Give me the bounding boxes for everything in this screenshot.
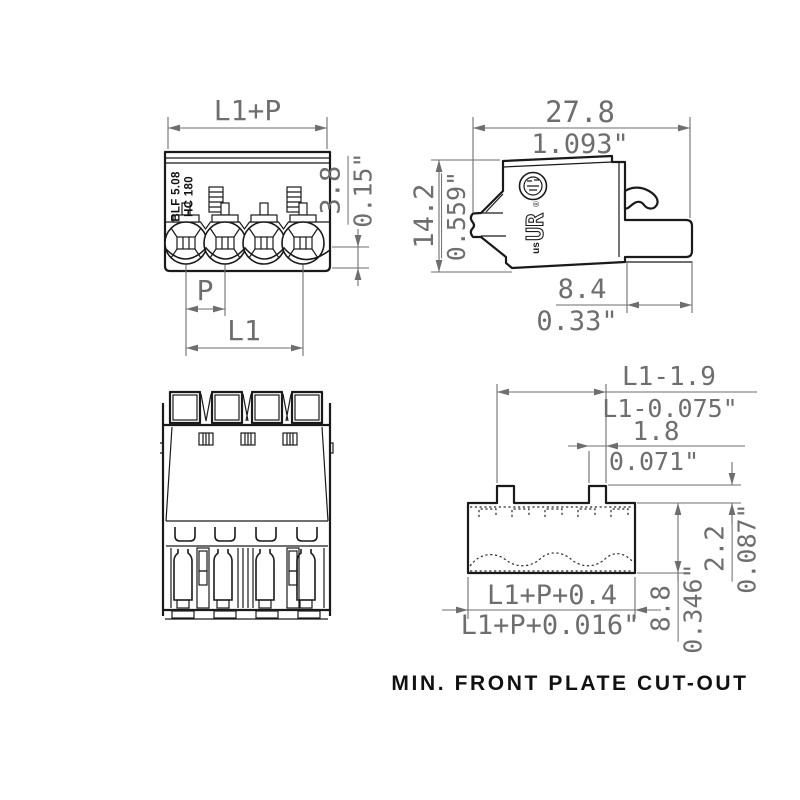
dim-cutout-notch-width-in: 0.071"	[608, 447, 700, 476]
dim-front-flange-height-in: 0.15"	[348, 152, 378, 228]
dim-side-width-in: 1.093"	[531, 129, 629, 160]
product-marking-line2: HC 180	[183, 175, 195, 217]
dim-front-span: L1	[227, 314, 261, 347]
ul-mark-letters: UR	[523, 213, 549, 241]
dim-side-height-in: 0.559"	[441, 170, 471, 262]
dim-cutout-span-in: L1-0.075"	[602, 394, 738, 423]
product-marking-line1: BLF 5.08	[170, 170, 183, 222]
dim-front-flange-height-mm: 3.8	[316, 155, 349, 225]
dim-side-height-mm: 14.2	[409, 173, 442, 259]
screw-terminal-icon	[164, 221, 325, 265]
dim-side-height: 14.2 0.559"	[378, 171, 502, 261]
dim-front-overall-width: L1+P	[213, 94, 282, 127]
dim-cutout-notch-height-in: 0.087"	[732, 503, 762, 595]
dim-cutout-width-mm: L1+P+0.4	[486, 580, 618, 611]
dim-cutout-body-height-in: 0.346"	[678, 563, 708, 655]
dim-cutout-span-mm: L1-1.9	[622, 362, 716, 392]
ul-mark-r: ®	[532, 201, 541, 207]
product-marking: BLF 5.08 HC 180	[145, 171, 221, 221]
vde-certification-icon	[518, 171, 548, 201]
ul-mark-us: us	[531, 242, 542, 254]
dim-front-pitch: P	[196, 274, 214, 307]
side-view-drawing: ® UR us	[431, 117, 694, 313]
dim-side-width-mm: 27.8	[545, 95, 615, 129]
rear-view-drawing	[160, 390, 334, 620]
front-view-drawing	[163, 117, 369, 356]
dim-side-pin-mm: 8.4	[557, 274, 607, 305]
dim-cutout-notch-width-mm: 1.8	[632, 417, 680, 447]
drawing-caption: MIN. FRONT PLATE CUT-OUT	[391, 672, 749, 695]
dim-cutout-width-in: L1+P+0.016"	[460, 610, 640, 641]
cutout-drawing	[442, 384, 757, 619]
ul-recognized-icon: ® UR us	[522, 201, 549, 254]
dim-side-pin-in: 0.33"	[536, 306, 618, 337]
pin-contact-icon	[173, 549, 316, 601]
